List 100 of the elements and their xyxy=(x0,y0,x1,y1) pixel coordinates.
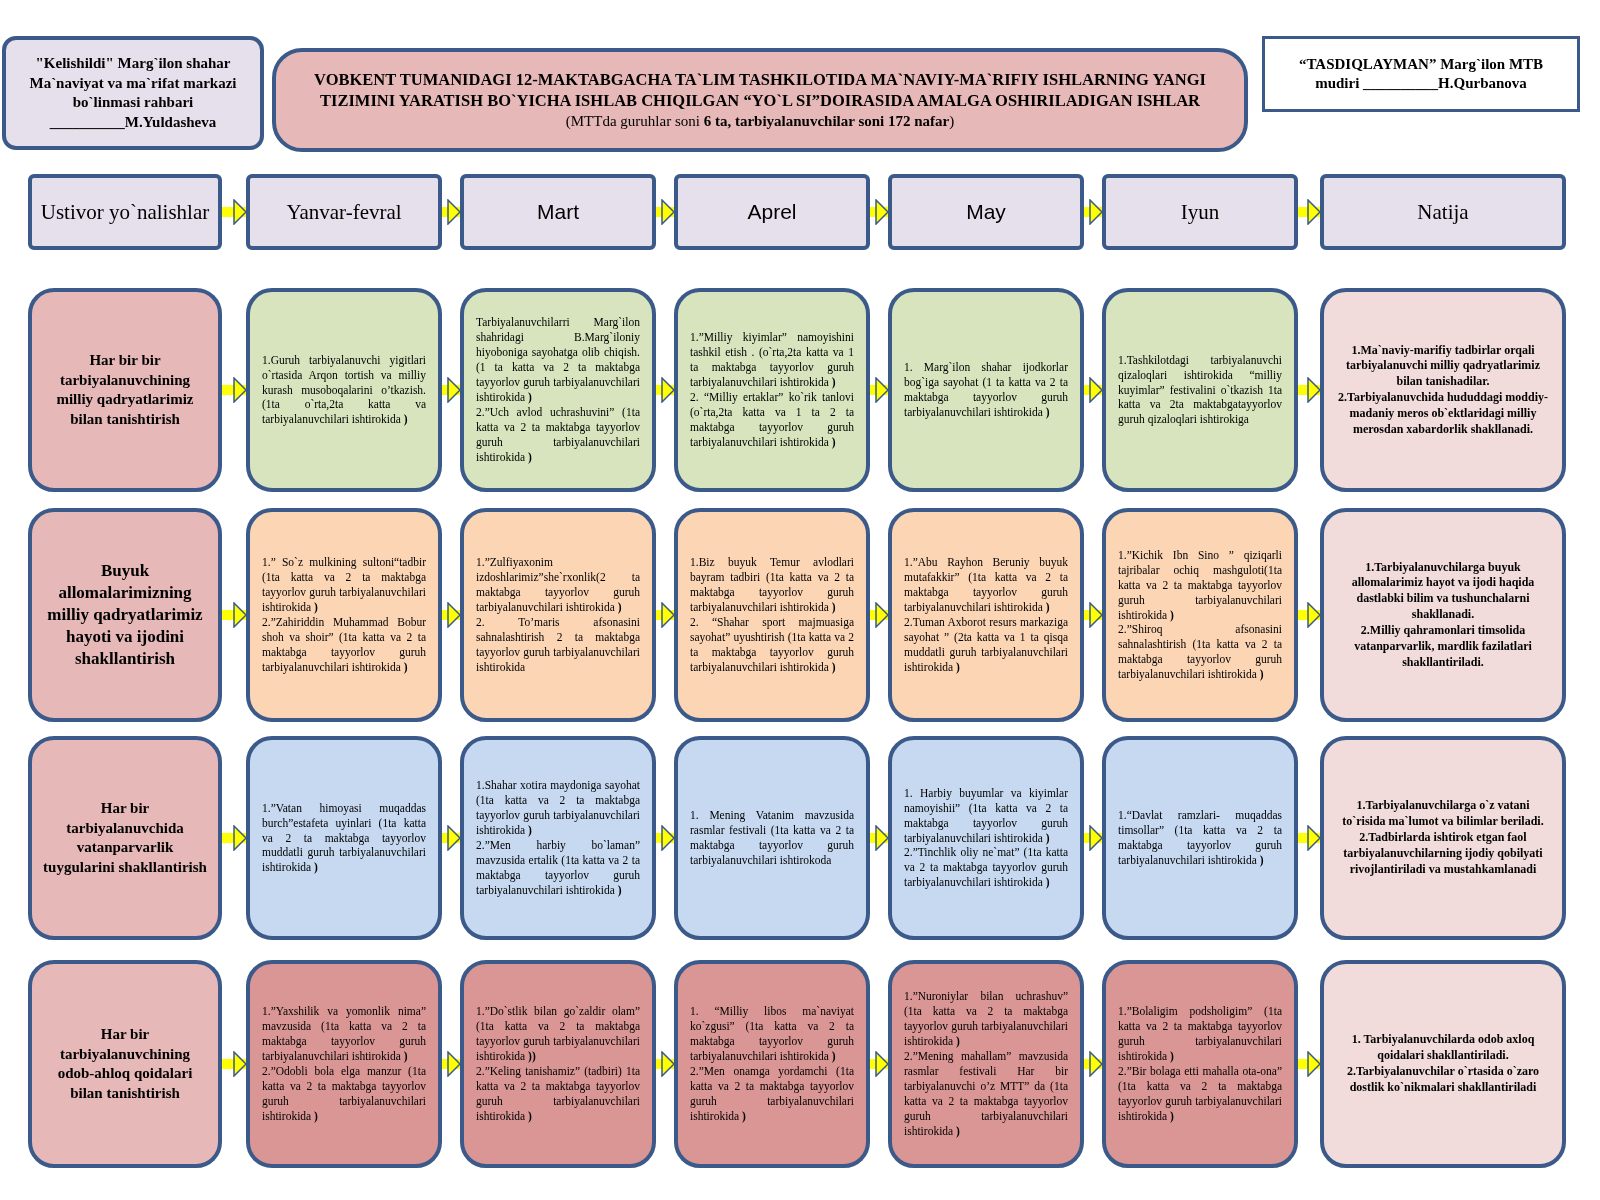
result-text: 1. Tarbiyalanuvchilarda odob axloq qoidalari shakllantiriladi. xyxy=(1350,1032,1536,1064)
block-arrow xyxy=(870,199,889,225)
block-arrow xyxy=(1084,1051,1103,1077)
result-text: 2.Tarbiyalanuvchida hududdagi moddiy-madaniy meros ob`ektlaridagi milliy merosdan xabardorlik shakllanadi. xyxy=(1338,390,1548,438)
column-header-box xyxy=(460,174,656,250)
activity-box xyxy=(888,508,1084,722)
header-text: Mart xyxy=(536,198,580,225)
goal-text: Har bir tarbiyalanuvchida vatanparvarlik tuygularini shakllantirish xyxy=(42,799,208,877)
activity-box xyxy=(1102,960,1298,1168)
activity-box xyxy=(888,736,1084,940)
activity-box xyxy=(246,508,442,722)
activity-box xyxy=(674,736,870,940)
result-text: 2.Milliy qahramonlari timsolida vatanparvarlik, mardlik fazilatlari shakllantiriladi. xyxy=(1353,622,1533,671)
goal-box xyxy=(28,508,222,722)
approval-text: "Kelishildi" Marg`ilon shahar Ma`naviyat va ma`rifat markazi bo`linmasi rahbari __________M.Yuldasheva xyxy=(28,54,238,132)
activity-text: 1. Mening Vatanim mavzusida rasmlar festivali (1ta katta va 2 ta maktabga tayyorlov guruh tarbiyalanuvchilari ishtirokoda xyxy=(690,808,854,868)
activity-text: 1.”Do`stlik bilan go`zaldir olam” (1ta katta va 2 ta maktabga tayyorlov guruh tarbiyalanuvchilari ishtirokida )) xyxy=(476,1004,640,1064)
block-arrow xyxy=(656,825,675,851)
activity-text: Tarbiyalanuvchilarri Marg`ilon shahridagi B.Marg`iloniy hiyoboniga sayohatga olib chiqish. (1 ta katta va 2 ta maktabga tayyorlov guruh tarbiyalanuvchilari ishtirokida ) xyxy=(476,315,640,405)
activity-text: 1.Guruh tarbiyalanuvchi yigitlari o`rtasida Arqon tortish va milliy kurash musoboqalarini o’tkazish. (1ta o`rta,2ta katta va tarbiyalanuvchilari ishtirokida ) xyxy=(262,352,426,428)
block-arrow xyxy=(656,377,675,403)
block-arrow xyxy=(1084,377,1103,403)
block-arrow xyxy=(656,1051,675,1077)
activity-text: 1.”Kichik Ibn Sino ” qiziqarli tajribalar ochiq mashguloti(1ta katta va 2 ta maktabga tayyorlov guruh tarbiyalanuvchilari ishtirokida ) xyxy=(1118,547,1282,623)
block-arrow xyxy=(1298,602,1321,628)
activity-box xyxy=(246,960,442,1168)
activity-text: 2. “Milliy ertaklar” ko`rik tanlovi (o`rta,2ta katta va 1 ta 2 ta maktabga tayyorlov guruh tarbiyalanuvchilari ishtirokida ) xyxy=(690,390,854,450)
activity-box xyxy=(460,960,656,1168)
block-arrow xyxy=(1084,199,1103,225)
header-text: Natija xyxy=(1416,198,1470,226)
header-text: May xyxy=(965,198,1007,225)
activity-box xyxy=(460,736,656,940)
approval-box xyxy=(2,36,264,150)
result-text: 1.Tarbiyalanuvchilarga buyuk allomalarimiz hayot va ijodi haqida dastlabki bilim va tushunchalarni shakllanadi. xyxy=(1350,559,1536,623)
activity-box xyxy=(460,508,656,722)
block-arrow xyxy=(222,1051,247,1077)
activity-text: 1.”Milliy kiyimlar” namoyishini tashkil etish . (o`rta,2ta katta va 1 ta maktabga tayyorlov guruh tarbiyalanuvchilari ishtirokida ) xyxy=(690,330,854,390)
block-arrow xyxy=(870,1051,889,1077)
activity-box xyxy=(674,508,870,722)
header-text: Yanvar-fevral xyxy=(285,198,403,226)
activity-text: 1.”Abu Rayhon Beruniy buyuk mutafakkir” (1ta katta va 2 ta maktabga tayyorlov guruh tarbiyalanuvchilari ishtirokida ) xyxy=(904,555,1068,615)
result-box xyxy=(1320,288,1566,492)
block-arrow xyxy=(442,825,461,851)
goal-text: Buyuk allomalarimizning milliy qadryatlarimiz hayoti va ijodini shakllantirish xyxy=(46,559,204,671)
activity-text: 2.”Shiroq afsonasini sahnalashtirish (1ta katta va 2 ta maktabga tayyorlov guruh tarbiyalanuvchilari ishtirokida ) xyxy=(1118,622,1282,683)
activity-text: 2.”Mening mahallam” mavzusida rasmlar festivali Har bir tarbiyalanuvchi o’z MTT” da (1ta katta va 2 ta maktabga tayyorlov guruh tarbiyalanuvchilari ishtirokida ) xyxy=(904,1049,1068,1139)
block-arrow xyxy=(442,1051,461,1077)
activity-text: 2.”Men harbiy bo`laman” mavzusida ertalik (1ta katta va 2 ta maktabga tayyorlov guruh tarbiyalanuvchilari ishtirokida ) xyxy=(476,838,640,898)
result-text: 2.Tarbiyalanuvchilar o`rtasida o`zaro dostlik ko`nikmalari shakllantiriladi xyxy=(1345,1064,1541,1096)
result-text: 1.Tarbiyalanuvchilarga o`z vatani to`risida ma`lumot va bilimlar beriladi. xyxy=(1341,798,1545,831)
activity-text: 2.”Keling tanishamiz” (tadbiri) 1ta katta va 2 ta maktabga tayyorlov guruh tarbiyalanuvchilari ishtirokida ) xyxy=(476,1064,640,1124)
goal-text: Har bir bir tarbiyalanuvchining milliy qadryatlarimiz bilan tanishtirish xyxy=(55,351,195,429)
column-header-box xyxy=(888,174,1084,250)
activity-box xyxy=(674,288,870,492)
subtitle-text: (MTTda guruhlar soni 6 ta, tarbiyalanuvchilar soni 172 nafar) xyxy=(564,111,956,131)
result-box xyxy=(1320,508,1566,722)
activity-text: 1. Harbiy buyumlar va kiyimlar namoyishii” (1ta katta va 2 ta maktabga tayyorlov guruh tarbiyalanuvchilari ishtirokida ) xyxy=(904,785,1068,846)
activity-text: 1.Shahar xotira maydoniga sayohat (1ta katta va 2 ta maktabga tayyorlov guruh tarbiyalanuvchilari ishtirokida ) xyxy=(476,778,640,838)
block-arrow xyxy=(1298,377,1321,403)
header-text: Aprel xyxy=(746,198,798,225)
goal-text: Har bir tarbiyalanuvchining odob-ahloq qoidalari bilan tanishtirish xyxy=(56,1025,194,1103)
block-arrow xyxy=(442,199,461,225)
column-header-box xyxy=(674,174,870,250)
block-arrow xyxy=(442,377,461,403)
activity-box xyxy=(1102,288,1298,492)
activity-text: 1.”Zulfiyaxonim izdoshlarimiz”she`rxonlik(2 ta maktabga tayyorlov guruh tarbiyalanuvchilari ishtirokida ) xyxy=(476,555,640,615)
activity-text: 2. “Shahar sport majmuasiga sayohat” uyushtirish (1ta katta va 2 ta maktabga tayyorlov guruh tarbiyalanuvchilari ishtirokida ) xyxy=(690,615,854,675)
activity-text: 1. Marg`ilon shahar ijodkorlar bog`iga sayohat (1 ta katta va 2 ta maktabga tayyorlov guruh tarbiyalanuvchilari ishtirokida ) xyxy=(904,360,1068,420)
activity-text: 1.”Nuroniylar bilan uchrashuv” (1ta katta va 2 ta maktabga tayyorlov guruh tarbiyalanuvchilari ishtirokida ) xyxy=(904,989,1068,1050)
block-arrow xyxy=(442,602,461,628)
column-header-box xyxy=(1102,174,1298,250)
result-text: 1.Ma`naviy-marifiy tadbirlar orqali tarbiyalanuvchi milliy qadryatlarimiz bilan tanishadilar. xyxy=(1345,342,1541,390)
column-header-box xyxy=(246,174,442,250)
activity-box xyxy=(674,960,870,1168)
block-arrow xyxy=(222,377,247,403)
block-arrow xyxy=(870,825,889,851)
block-arrow xyxy=(222,825,247,851)
approval-text: “TASDIQLAYMAN” Marg`ilon MTB mudiri __________H.Qurbanova xyxy=(1297,54,1545,93)
result-box xyxy=(1320,960,1566,1168)
column-header-box xyxy=(28,174,222,250)
activity-text: 2.”Tinchlik oliy ne`mat” (1ta katta va 2 ta maktabga tayyorlov guruh tarbiyalanuvchilari ishtirokida ) xyxy=(904,845,1068,891)
block-arrow xyxy=(870,602,889,628)
block-arrow xyxy=(870,377,889,403)
block-arrow xyxy=(656,199,675,225)
activity-box xyxy=(1102,508,1298,722)
activity-text: 1.“Davlat ramzlari- muqaddas timsollar” (1ta katta va 2 ta maktabga tayyorlov guruh tarbiyalanuvchilari ishtirokida ) xyxy=(1118,808,1282,868)
block-arrow xyxy=(1298,1051,1321,1077)
activity-text: 1.”Bolaligim podsholigim” (1ta katta va 2 ta maktabga tayyorlov guruh tarbiyalanuvchilari ishtirokida ) xyxy=(1118,1004,1282,1064)
activity-box xyxy=(246,288,442,492)
block-arrow xyxy=(1084,825,1103,851)
activity-text: 1.”Vatan himoyasi muqaddas burch”estafeta uyinlari (1ta katta va 2 ta maktabga tayyorlov muddatli guruh tarbiyalanuvchilari ishtirokida ) xyxy=(262,800,426,876)
block-arrow xyxy=(222,602,247,628)
block-arrow xyxy=(1084,602,1103,628)
activity-box xyxy=(888,960,1084,1168)
activity-text: 2.”Uch avlod uchrashuvini” (1ta katta va 2 ta maktabga tayyorlov guruh tarbiyalanuvchilari ishtirokida ) xyxy=(476,404,640,465)
block-arrow xyxy=(222,199,247,225)
activity-text: 1.Tashkilotdagi tarbiyalanuvchi qizaloqlari ishtirokida “milliy kuyimlar” festivalini o`tkazish 1ta katta va 2ta maktabgatayyorlov guruh qizaloqlari ishtirokiga xyxy=(1118,352,1282,428)
approval-box xyxy=(1262,36,1580,112)
activity-box xyxy=(246,736,442,940)
goal-box xyxy=(28,736,222,940)
